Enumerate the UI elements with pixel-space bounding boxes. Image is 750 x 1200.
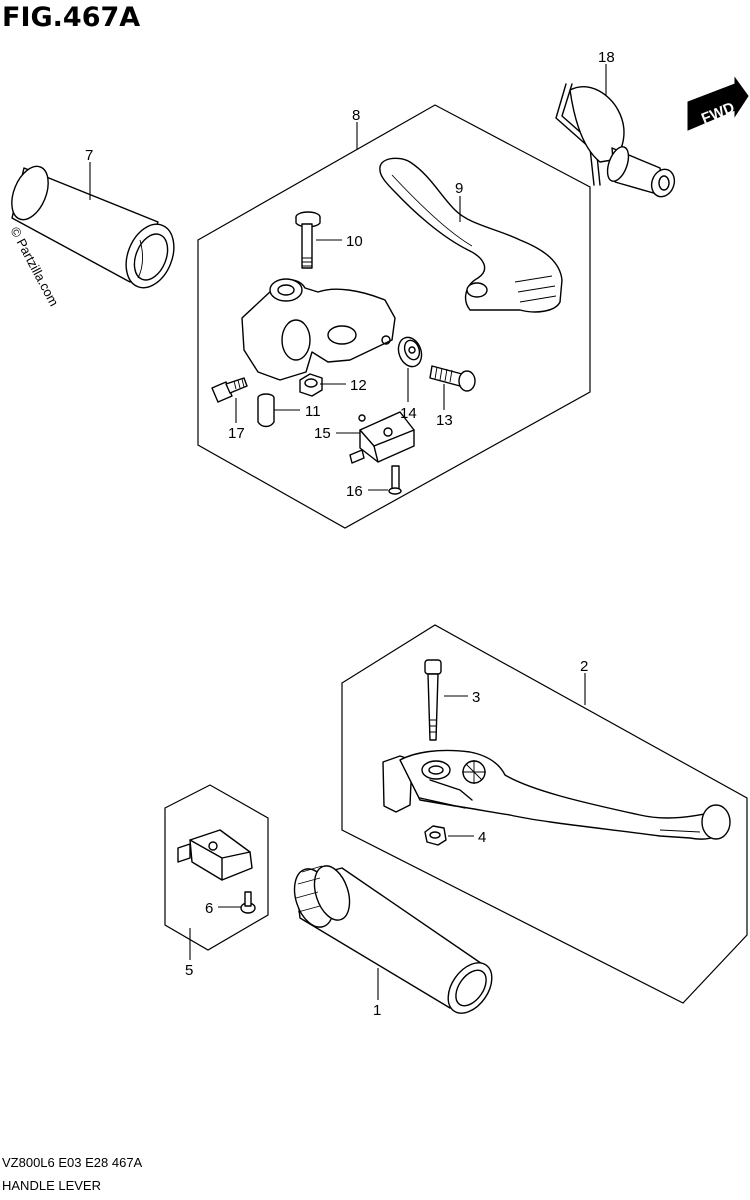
leader-lines [89,64,607,1000]
clutch-switch-part [349,411,415,464]
throttle-grip-part [293,865,493,1014]
callout-14: 14 [400,405,417,422]
brake-lever-part [382,749,731,840]
screw-part-6 [240,891,256,914]
figure-name: HANDLE LEVER [2,1178,101,1193]
assembly-frame-5 [164,784,269,951]
callout-13: 13 [436,412,453,429]
callout-7: 7 [85,147,93,164]
callout-2: 2 [580,658,588,675]
lever-holder-bracket-part [241,278,396,381]
pivot-bolt-part [295,211,321,269]
grip-left-part [11,165,175,289]
handlebar-end-weight-part [555,83,676,198]
callout-labels: 7 8 9 10 18 12 11 17 14 13 15 16 2 3 4 5… [85,49,615,1019]
callout-18: 18 [598,49,615,66]
figure-title: FIG.467A [2,2,141,33]
nut-part-12 [299,373,323,397]
callout-5: 5 [185,962,193,979]
assembly-frame-8 [197,104,591,529]
brake-switch-part [177,829,253,881]
pivot-bolt-part-3 [424,659,442,741]
callout-10: 10 [346,233,363,250]
callout-1: 1 [373,1002,381,1019]
adjuster-wheel-part [397,336,423,368]
collar-part [257,393,275,428]
screw-part-17 [211,377,248,403]
callout-6: 6 [205,900,213,917]
adjuster-screw-part [429,365,476,392]
assembly-frame-2 [341,624,748,1004]
callout-11: 11 [305,403,321,420]
figure-model-code: VZ800L6 E03 E28 467A [2,1155,143,1170]
callout-15: 15 [314,425,331,442]
clutch-lever-part [379,157,563,313]
callout-12: 12 [350,377,367,394]
nut-part-4 [424,825,447,846]
callout-16: 16 [346,483,363,500]
callout-9: 9 [455,180,463,197]
callout-4: 4 [478,829,486,846]
callout-8: 8 [352,107,360,124]
callout-3: 3 [472,689,480,706]
callout-17: 17 [228,425,245,442]
fwd-direction-arrow: FWD [687,76,749,131]
small-screw-part-16 [388,465,402,495]
